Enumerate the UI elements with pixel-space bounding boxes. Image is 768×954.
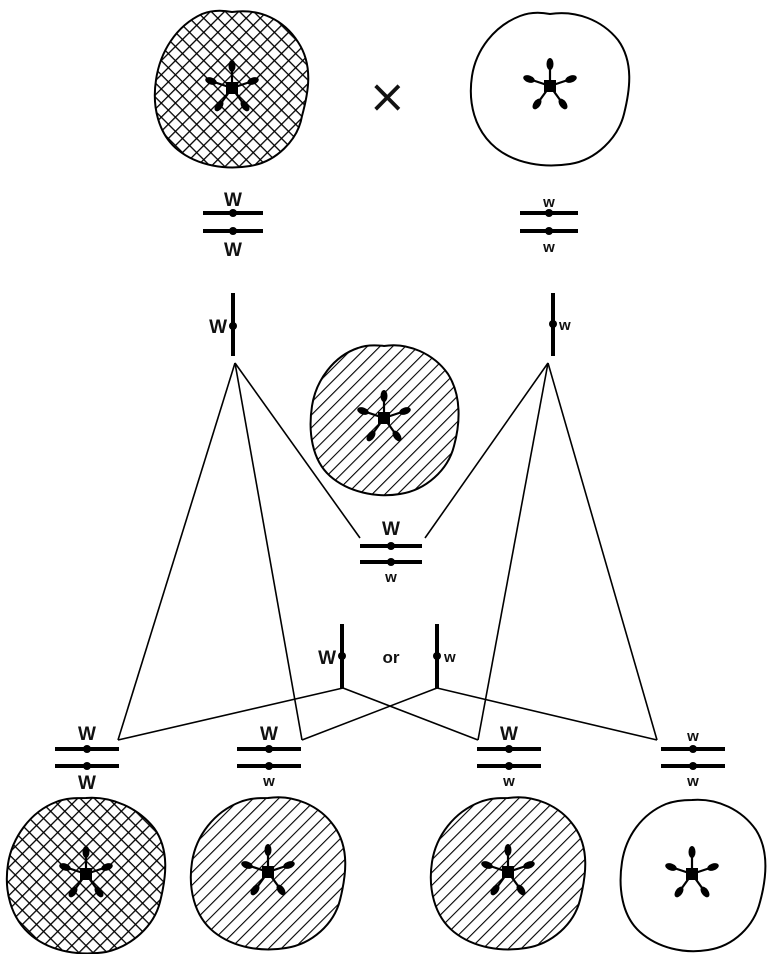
gene-locus-dot (505, 745, 513, 753)
genotype-f2-1: W W (55, 724, 119, 794)
gamete-allele-right: w (558, 317, 571, 334)
gene-locus-dot (433, 652, 441, 660)
gamete-f1-first: W (318, 624, 346, 688)
gene-locus-dot (265, 745, 273, 753)
genotype-f2-4: w w (661, 728, 725, 790)
f1-flower (309, 344, 460, 497)
gene-locus-dot (545, 209, 553, 217)
connector-lines (117, 362, 658, 741)
gene-locus-dot (387, 558, 395, 566)
gamete-f1-second: w (433, 624, 456, 688)
gene-locus-dot (689, 745, 697, 753)
gene-locus-dot (265, 762, 273, 770)
allele-parent-right-top: w (542, 194, 555, 211)
allele-f2-1-top: W (78, 724, 96, 745)
line-right-gamete-to-f2-4 (547, 362, 658, 741)
gene-locus-dot (545, 227, 553, 235)
gamete-allele-f1-second: w (443, 649, 456, 666)
line-right-gamete-to-f1 (424, 362, 549, 539)
allele-f2-4-bottom: w (686, 773, 699, 790)
allele-parent-left-bottom: W (224, 240, 242, 261)
gene-locus-dot (229, 227, 237, 235)
or-label: or (383, 648, 400, 667)
line-left-gamete-to-f2-1 (117, 362, 236, 741)
parent-flower-left (153, 9, 310, 169)
gene-locus-dot (549, 320, 557, 328)
allele-f2-3-top: W (500, 724, 518, 745)
f2-flower-2 (189, 796, 347, 951)
gamete-allele-left: W (209, 317, 227, 338)
cross-symbol: × (368, 69, 407, 123)
genotype-parent-left: W W (203, 190, 263, 261)
allele-parent-left-top: W (224, 190, 242, 211)
gene-locus-dot (689, 762, 697, 770)
allele-f2-1-bottom: W (78, 773, 96, 794)
allele-f2-2-bottom: w (262, 773, 275, 790)
f2-flower-3 (429, 796, 587, 951)
allele-f2-3-bottom: w (502, 773, 515, 790)
allele-f2-2-top: W (260, 724, 278, 745)
line-f1-W-to-f2-3 (342, 687, 479, 741)
genotype-f2-3: W w (477, 724, 541, 790)
line-f1-w-to-f2-2 (301, 687, 438, 741)
gene-locus-dot (83, 745, 91, 753)
line-right-gamete-to-f2-3 (477, 362, 549, 741)
gene-locus-dot (229, 209, 237, 217)
gene-locus-dot (338, 652, 346, 660)
line-f1-W-to-f2-1 (117, 687, 344, 741)
gene-locus-dot (505, 762, 513, 770)
genotype-parent-right: w w (520, 194, 578, 256)
f2-flower-1 (5, 796, 167, 954)
parent-flower-right (469, 11, 631, 167)
line-left-gamete-to-f2-2 (234, 362, 303, 741)
gene-locus-dot (229, 322, 237, 330)
line-left-gamete-to-f1 (234, 362, 361, 539)
gene-locus-dot (83, 762, 91, 770)
line-f1-w-to-f2-4 (436, 687, 658, 741)
genotype-f2-2: W w (237, 724, 301, 790)
allele-parent-right-bottom: w (542, 239, 555, 256)
allele-f1-bottom: w (384, 569, 397, 586)
allele-f1-top: W (382, 519, 400, 540)
gamete-parent-right: w (549, 293, 571, 356)
gamete-parent-left: W (209, 293, 237, 356)
gamete-allele-f1-first: W (318, 648, 336, 669)
allele-f2-4-top: w (686, 728, 699, 745)
genotype-f1: W w (360, 519, 422, 586)
f2-flower-4 (619, 798, 767, 953)
gene-locus-dot (387, 542, 395, 550)
